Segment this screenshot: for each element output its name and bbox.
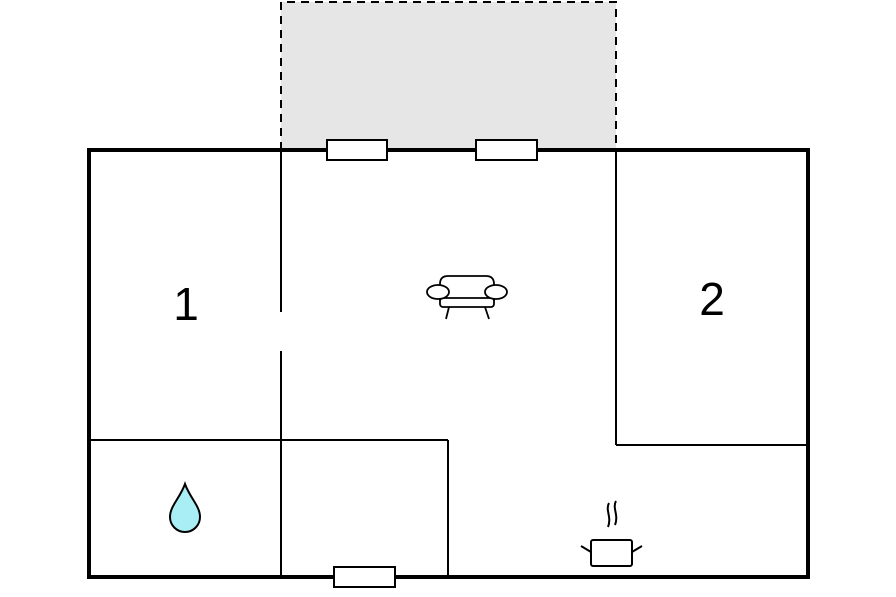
cooking-pot-icon — [580, 500, 643, 567]
room-label-2: 2 — [699, 273, 725, 325]
room-label-1: 1 — [173, 278, 199, 330]
window-top-right — [475, 139, 538, 161]
window-bottom — [333, 566, 396, 588]
sofa-icon — [426, 275, 508, 320]
water-drop-icon — [168, 481, 202, 533]
windows — [326, 139, 538, 588]
window-top-left — [326, 139, 388, 161]
terrace-area — [280, 1, 617, 150]
interior-walls — [89, 150, 808, 577]
